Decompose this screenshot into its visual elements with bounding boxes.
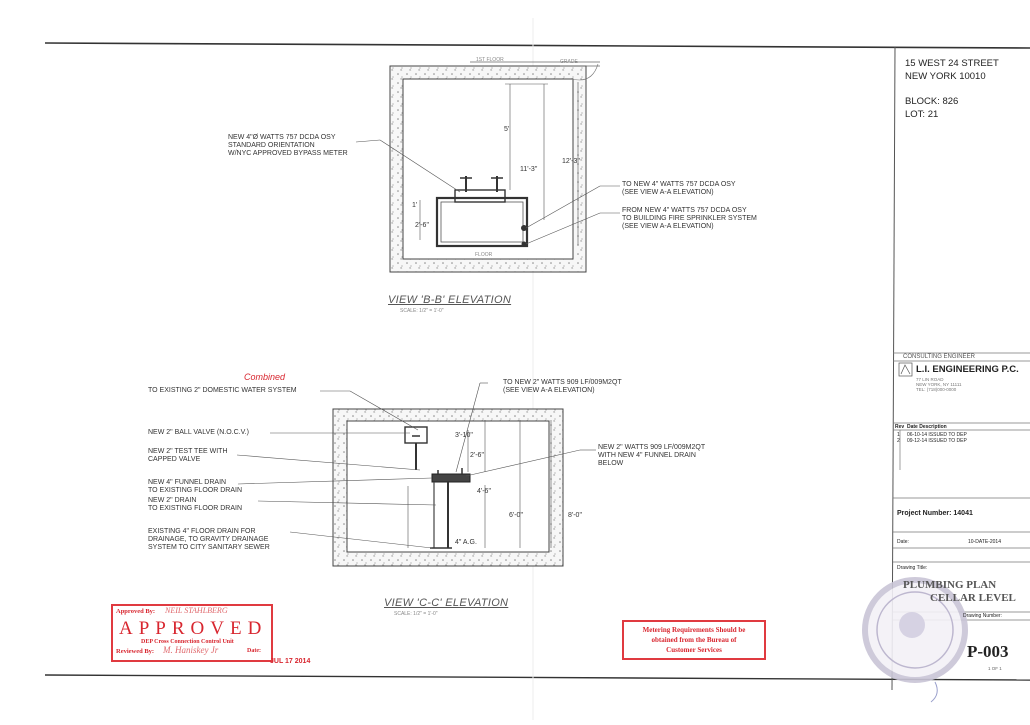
sheet-count: 1 OF 1 [988, 666, 1002, 671]
stamp-approved-by: Approved By: [116, 608, 156, 615]
note-funnel-2: TO EXISTING FLOOR DRAIN [148, 487, 242, 494]
view-c-c-drawing [236, 382, 596, 567]
date-label: Date: [897, 539, 909, 545]
firm-detail-2: NEW YORK, NY 11111 [916, 382, 962, 387]
drawing-title-label: Drawing Title: [897, 565, 928, 571]
stamp-reviewer: M. Haniskey Jr [163, 645, 219, 655]
note-from-1: FROM NEW 4" WATTS 757 DCDA OSY [622, 207, 747, 214]
stamp-unit: DEP Cross Connection Control Unit [141, 639, 234, 645]
dim-c-4: 6'-0" [509, 512, 523, 519]
stamp-date: JUL 17 2014 [270, 658, 311, 665]
stamp-approved-word: APPROVED [119, 618, 268, 639]
note-water: TO EXISTING 2" DOMESTIC WATER SYSTEM [148, 387, 297, 394]
rev-header-desc: Date Description [907, 424, 947, 430]
dim-c-3: 4'-6" [477, 488, 491, 495]
rev-header-rev: Rev [895, 424, 905, 430]
project-number: Project Number: 14041 [897, 510, 973, 517]
metering-line1: Metering Requirements Should be [642, 626, 746, 634]
view-b-title: VIEW 'B-B' ELEVATION [388, 294, 512, 306]
note-meter-1: NEW 4"Ø WATTS 757 DCDA OSY [228, 134, 336, 141]
note-meter-2: STANDARD ORIENTATION [228, 142, 315, 149]
floor-label: 1ST FLOOR [476, 57, 504, 63]
firm-detail-1: 77 LIN ROAD [916, 377, 944, 382]
note-test-tee-2: CAPPED VALVE [148, 456, 201, 463]
view-c-scale: SCALE: 1/2" = 1'-0" [394, 611, 438, 617]
view-c-title: VIEW 'C-C' ELEVATION [384, 597, 509, 609]
bottom-border [44, 674, 1030, 681]
note-drain-2: TO EXISTING FLOOR DRAIN [148, 505, 242, 512]
dim-b-1: 5' [504, 126, 510, 133]
note-existing-3: SYSTEM TO CITY SANITARY SEWER [148, 544, 270, 551]
stamp-date-label: Date: [247, 648, 261, 654]
lot-number: LOT: 21 [905, 109, 939, 120]
note-to-2: (SEE VIEW A-A ELEVATION) [622, 189, 714, 196]
dim-b-2: 11'-3" [520, 166, 538, 173]
note-from-3: (SEE VIEW A-A ELEVATION) [622, 223, 714, 230]
engineer-seal [862, 577, 968, 703]
note-existing-1: EXISTING 4" FLOOR DRAIN FOR [148, 528, 256, 535]
drawing-title-1: PLUMBING PLAN [903, 579, 997, 591]
block-number: BLOCK: 826 [905, 96, 959, 107]
dim-c-5: 8'-0" [568, 512, 582, 519]
metering-line3: Customer Services [666, 646, 722, 654]
note-new-rpz-2: WITH NEW 4" FUNNEL DRAIN [598, 452, 696, 459]
metering-line2: obtained from the Bureau of [651, 636, 737, 644]
stamp-signature: NEIL STAHLBERG [165, 606, 228, 615]
drawing-title-2: CELLAR LEVEL [930, 592, 1016, 604]
rev-1-desc: 06-10-14 ISSUED TO DEP [907, 432, 967, 438]
floor-bottom-label: FLOOR [475, 252, 493, 258]
note-meter-3: W/NYC APPROVED BYPASS METER [228, 150, 348, 157]
metering-stamp: Metering Requirements Should be obtained… [622, 620, 766, 660]
dim-b-4: 2'-6" [415, 222, 429, 229]
note-from-2: TO BUILDING FIRE SPRINKLER SYSTEM [622, 215, 757, 222]
rev-2-num: 2 [897, 438, 900, 444]
note-to-rpz-1: TO NEW 2" WATTS 909 LF/009M2QT [503, 379, 622, 386]
note-new-rpz-1: NEW 2" WATTS 909 LF/009M2QT [598, 444, 706, 451]
note-existing-2: DRAINAGE, TO GRAVITY DRAINAGE [148, 536, 269, 543]
rev-2-desc: 09-12-14 ISSUED TO DEP [907, 438, 967, 444]
date-value: 10-DATE-2014 [968, 539, 1001, 545]
firm-name: L.I. ENGINEERING P.C. [916, 364, 1019, 375]
firm-detail-3: TEL: (718)000-0000 [916, 387, 957, 392]
consultant-label: CONSULTING ENGINEER [903, 354, 975, 360]
dim-b-3: 12'-3" [562, 158, 580, 165]
note-drain-1: NEW 2" DRAIN [148, 497, 197, 504]
rev-1-num: 1 [897, 432, 900, 438]
drawing-number-label: Drawing Number: [963, 613, 1002, 619]
dim-c-1: 3'-10" [455, 432, 473, 439]
top-border [44, 42, 1030, 49]
dim-b-5: 1' [412, 202, 418, 209]
note-funnel-1: NEW 4" FUNNEL DRAIN [148, 479, 227, 486]
approved-stamp: Approved By: NEIL STAHLBERG APPROVED DEP… [111, 604, 273, 662]
view-b-scale: SCALE: 1/2" = 1'-0" [400, 308, 444, 314]
drawing-number: P-003 [967, 642, 1009, 661]
address-line1: 15 WEST 24 STREET [905, 58, 999, 69]
dim-c-6: 4" A.G. [455, 539, 477, 546]
stamp-reviewed-by: Reviewed By: [116, 648, 155, 655]
view-b-b-drawing [355, 61, 620, 273]
address-line2: NEW YORK 10010 [905, 71, 986, 82]
note-ball-valve: NEW 2" BALL VALVE (N.O.C.V.) [148, 429, 249, 436]
note-to-rpz-2: (SEE VIEW A-A ELEVATION) [503, 387, 595, 394]
note-new-rpz-3: BELOW [598, 460, 624, 467]
note-to-1: TO NEW 4" WATTS 757 DCDA OSY [622, 181, 736, 188]
note-test-tee-1: NEW 2" TEST TEE WITH [148, 448, 228, 455]
grade-label: GRADE [560, 59, 578, 65]
dim-c-2: 2'-6" [470, 452, 484, 459]
note-water-correction: Combined [244, 372, 286, 382]
